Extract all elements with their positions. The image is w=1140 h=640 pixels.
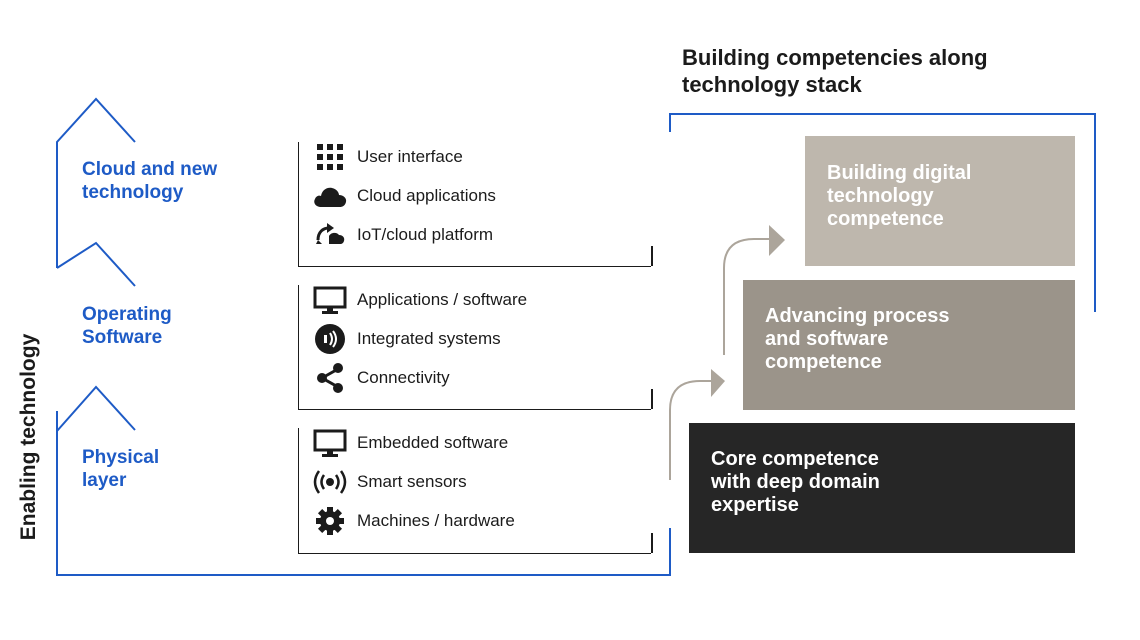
growth-arrow-1 — [669, 380, 712, 480]
roof-physical-layer — [56, 385, 136, 432]
competency-box-digital-technology: Building digital technology competence — [805, 136, 1075, 266]
item-label: Integrated systems — [357, 329, 501, 348]
item-label: Cloud applications — [357, 186, 496, 205]
item-label: Machines / hardware — [357, 511, 515, 530]
iot-sync-icon — [313, 220, 347, 250]
grid-icon — [313, 142, 347, 172]
group-operating-software: Applications / software Integrated syste… — [298, 285, 653, 410]
competency-box-process-software: Advancing process and software competenc… — [743, 280, 1075, 410]
layer-label-physical: Physical layer — [82, 447, 160, 491]
cloud-icon — [313, 181, 347, 211]
sensor-icon — [313, 467, 347, 497]
list-item: Applications / software — [313, 285, 527, 315]
item-label: Connectivity — [357, 368, 450, 387]
growth-arrow-2 — [723, 238, 770, 355]
list-item: Machines / hardware — [313, 506, 515, 536]
share-icon — [313, 363, 347, 393]
roof-cloud-layer — [56, 97, 136, 268]
item-label: Smart sensors — [357, 472, 467, 491]
list-item: User interface — [313, 142, 463, 172]
group-physical-layer: Embedded software Smart sensors — [298, 428, 653, 554]
monitor-icon — [313, 428, 347, 458]
roof-operating-layer — [56, 241, 136, 287]
item-label: IoT/cloud platform — [357, 225, 494, 244]
item-label: Applications / software — [357, 290, 528, 309]
growth-arrowhead-1 — [711, 369, 725, 397]
list-item: Smart sensors — [313, 467, 467, 497]
monitor-icon — [313, 285, 347, 315]
item-label: User interface — [357, 147, 463, 166]
list-item: Integrated systems — [313, 324, 501, 354]
growth-arrowhead-2 — [769, 225, 785, 256]
list-item: Cloud applications — [313, 181, 496, 211]
wireless-signal-icon — [313, 324, 347, 354]
enabling-technology-label: Enabling technology — [17, 333, 40, 541]
stack-bracket — [669, 113, 1096, 312]
diagram-title: Building competencies along technology s… — [682, 45, 988, 97]
layer-label-cloud: Cloud and new technology — [82, 159, 218, 203]
group-cloud-technology: User interface Cloud applications IoT/cl… — [298, 142, 653, 267]
layer-label-operating-software: Operating Software — [82, 304, 172, 348]
enabling-technology-outline — [56, 411, 671, 576]
list-item: Embedded software — [313, 428, 508, 458]
list-item: IoT/cloud platform — [313, 220, 493, 250]
gear-icon — [313, 506, 347, 536]
list-item: Connectivity — [313, 363, 450, 393]
competency-box-core: Core competence with deep domain experti… — [689, 423, 1075, 553]
item-label: Embedded software — [357, 433, 509, 452]
